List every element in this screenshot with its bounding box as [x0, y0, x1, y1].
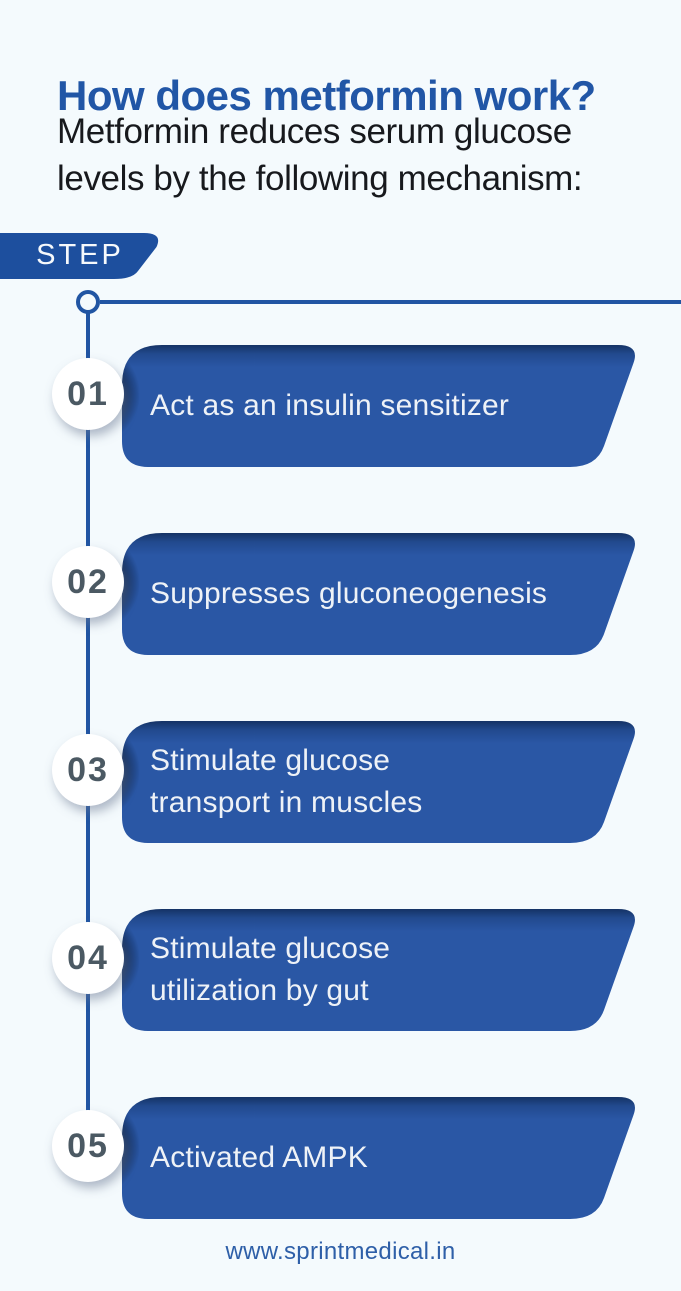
timeline-horizontal-line — [100, 300, 681, 304]
step-row: Suppresses gluconeogenesis 02 — [0, 533, 681, 669]
step-row: Stimulate glucose transport in muscles 0… — [0, 721, 681, 857]
timeline-node-circle — [76, 290, 100, 314]
footer-website-link[interactable]: www.sprintmedical.in — [225, 1238, 456, 1265]
step-text: Activated AMPK — [150, 1141, 368, 1174]
step-number: 04 — [67, 938, 109, 977]
step-row: Activated AMPK 05 — [0, 1097, 681, 1233]
step-number-circle: 01 — [52, 358, 124, 430]
page-title: How does metformin work? — [57, 72, 596, 120]
step-banner: Suppresses gluconeogenesis — [122, 533, 640, 655]
step-banner: Stimulate glucose utilization by gut — [122, 909, 640, 1031]
step-banner: Stimulate glucose transport in muscles — [122, 721, 640, 843]
step-text: Act as an insulin sensitizer — [150, 389, 510, 422]
page-subtitle: Metformin reduces serum glucose levels b… — [57, 112, 583, 198]
step-number-circle: 02 — [52, 546, 124, 618]
step-number: 05 — [67, 1126, 109, 1165]
timeline-vertical-line — [86, 312, 90, 1148]
step-number-circle: 05 — [52, 1110, 124, 1182]
step-banner: Activated AMPK — [122, 1097, 640, 1219]
step-number-circle: 04 — [52, 922, 124, 994]
step-text: Stimulate glucose transport in muscles — [150, 744, 423, 819]
step-number: 01 — [67, 374, 109, 413]
step-banner: Act as an insulin sensitizer — [122, 345, 640, 467]
step-row: Stimulate glucose utilization by gut 04 — [0, 909, 681, 1045]
step-ribbon-label: STEP — [36, 238, 124, 271]
step-text: Stimulate glucose utilization by gut — [150, 932, 391, 1007]
step-number-circle: 03 — [52, 734, 124, 806]
step-row: Act as an insulin sensitizer 01 — [0, 345, 681, 481]
step-number: 03 — [67, 750, 109, 789]
step-ribbon: STEP — [0, 233, 168, 279]
step-text: Suppresses gluconeogenesis — [150, 577, 548, 610]
step-number: 02 — [67, 562, 109, 601]
